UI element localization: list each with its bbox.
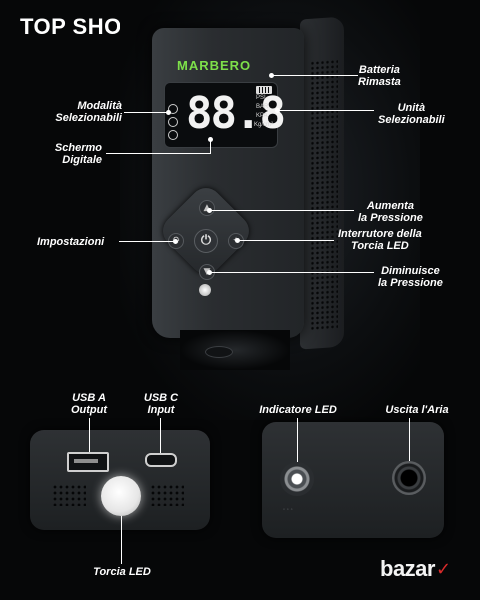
brand-logo: MARBERO xyxy=(177,58,252,73)
unit-kgcm: Kg/cm² xyxy=(254,122,274,128)
shop-title: TOP SHOP xyxy=(20,14,137,39)
callout-settings: Impostazioni xyxy=(37,236,105,248)
callout-increase-dot xyxy=(207,208,212,213)
label-usb-c: USB C Input xyxy=(143,392,179,416)
lcd-digits: 88.8 xyxy=(186,88,286,139)
callout-battery-line xyxy=(272,75,358,76)
label-usb-a: USB A Output xyxy=(70,392,108,416)
air-outlet-line xyxy=(409,418,410,461)
callout-torch-switch: Interrutore della Torcia LED xyxy=(338,228,422,252)
watermark-check-icon: ✓ xyxy=(436,559,452,580)
panel-marking-icon: ◦ ◦ ◦ xyxy=(283,507,293,513)
callout-decrease-line xyxy=(210,272,374,273)
usb-c-line xyxy=(160,418,161,453)
callout-screen: Schermo Digitale xyxy=(54,142,102,166)
right-vent xyxy=(150,484,184,506)
front-led-icon xyxy=(199,284,211,296)
usb-a-line xyxy=(89,418,90,452)
callout-screen-riser xyxy=(210,140,211,154)
led-indicator xyxy=(280,462,314,496)
label-led-indicator: Indicatore LED xyxy=(259,404,337,416)
torch-line xyxy=(121,516,122,564)
callout-modes-dot xyxy=(166,110,171,115)
callout-screen-dot xyxy=(208,137,213,142)
power-button[interactable]: ⏻ xyxy=(194,229,218,253)
ball-mode-icon xyxy=(168,130,178,140)
car-mode-icon xyxy=(168,104,178,114)
watermark-logo: bazar xyxy=(380,556,435,581)
unit-psi: PSI xyxy=(256,95,266,101)
usb-c-port xyxy=(145,453,177,467)
callout-battery-dot xyxy=(269,73,274,78)
callout-torch-dot xyxy=(235,238,240,243)
torch-led-lens xyxy=(101,476,141,516)
callout-settings-line xyxy=(119,241,175,242)
bike-mode-icon xyxy=(168,117,178,127)
callout-settings-dot xyxy=(173,239,178,244)
callout-battery: Batteria Rimasta xyxy=(358,64,401,88)
unit-kpa: KPA xyxy=(256,113,268,119)
label-air-outlet: Uscita l'Aria xyxy=(385,404,449,416)
callout-modes: Modalità Selezionabili xyxy=(55,100,122,124)
air-pump-device xyxy=(152,28,304,338)
callout-increase: Aumenta la Pressione xyxy=(358,200,423,224)
led-indicator-line xyxy=(297,418,298,462)
callout-modes-line xyxy=(124,112,168,113)
callout-decrease-dot xyxy=(207,270,212,275)
usb-a-port xyxy=(67,452,109,472)
callout-units: Unità Selezionabili xyxy=(378,102,445,126)
unit-bar: BAR xyxy=(256,104,269,110)
callout-decrease: Diminuisce la Pressione xyxy=(378,265,443,289)
air-outlet xyxy=(392,461,426,495)
callout-torch-line xyxy=(238,240,334,241)
device-base-glow xyxy=(180,330,290,370)
left-vent xyxy=(52,484,86,506)
callout-screen-line xyxy=(106,153,210,154)
battery-icon xyxy=(256,86,272,94)
callout-units-line xyxy=(278,110,374,111)
base-nozzle xyxy=(205,346,233,358)
callout-increase-line xyxy=(210,210,354,211)
mode-icons xyxy=(168,104,178,143)
speaker-grille xyxy=(310,59,338,331)
callout-units-dot xyxy=(275,108,280,113)
label-torch: Torcia LED xyxy=(93,566,151,578)
